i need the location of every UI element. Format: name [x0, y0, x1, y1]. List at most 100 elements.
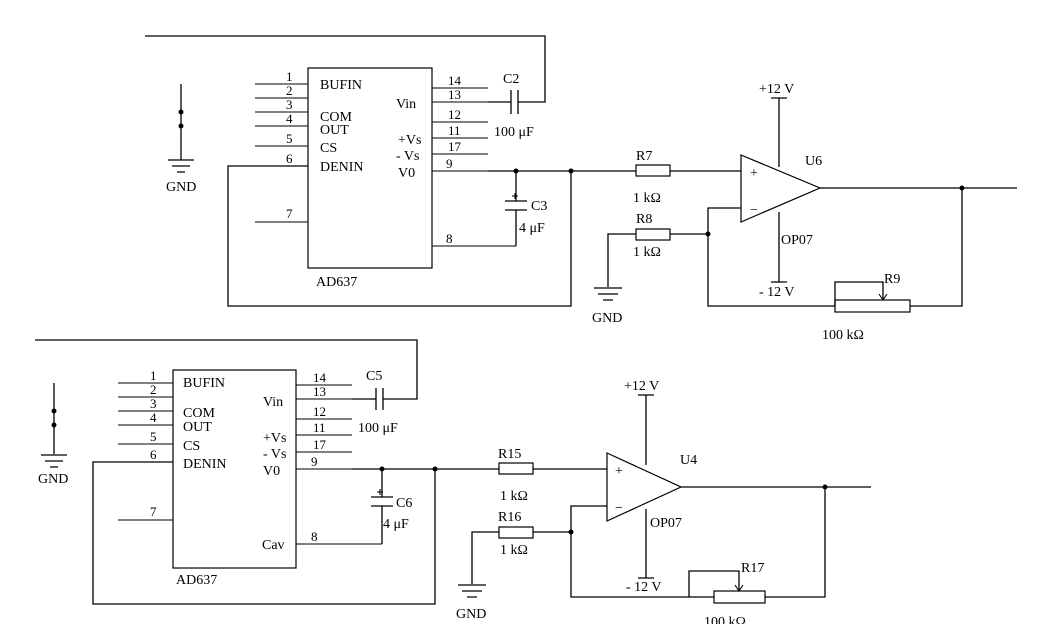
pin2-num-6: 6	[150, 447, 157, 462]
r15-value: 1 kΩ	[500, 489, 528, 504]
pin2-num-17: 17	[313, 437, 327, 452]
r16-value: 1 kΩ	[500, 543, 528, 558]
gnd-label-1b: GND	[592, 311, 622, 326]
u6-vneg: - 12 V	[759, 285, 795, 300]
pin-num-1: 1	[286, 69, 293, 84]
c5-value: 100 μF	[358, 421, 398, 436]
pin-num-11: 11	[448, 123, 461, 138]
opamp-u4	[606, 452, 683, 522]
pin-label-v0-1: V0	[398, 166, 415, 181]
r17-value: 100 kΩ	[704, 615, 746, 624]
r8-value: 1 kΩ	[633, 245, 661, 260]
pin-label-vin-1: Vin	[396, 97, 416, 112]
pin-label-cav-2: Cav	[262, 538, 285, 553]
pin-label-vspos-2: +Vs	[263, 431, 286, 446]
pin2-num-7: 7	[150, 504, 157, 519]
capacitor-c6	[371, 469, 393, 544]
pin2-num-14: 14	[313, 370, 327, 385]
pin-label-vin-2: Vin	[263, 395, 283, 410]
resistor-r7	[635, 164, 671, 177]
ground-symbol-2a	[41, 454, 67, 468]
pin-num-14: 14	[448, 73, 462, 88]
pin-label-denin-1: DENIN	[320, 160, 364, 175]
pin2-num-5: 5	[150, 429, 157, 444]
right-pins-1	[432, 87, 516, 247]
pin-num-2: 2	[286, 83, 293, 98]
pin-label-com-1: COM	[320, 110, 352, 125]
pin-num-17: 17	[448, 139, 462, 154]
pin-label-bufin-1: BUFIN	[320, 78, 362, 93]
u6-vpos: +12 V	[759, 82, 794, 97]
pin2-num-1: 1	[150, 368, 157, 383]
c5-ref: C5	[366, 369, 382, 384]
r17-ref: R17	[741, 561, 764, 576]
r16-ref: R16	[498, 510, 521, 525]
r8-ref: R8	[636, 212, 652, 227]
u4-type: OP07	[650, 516, 682, 531]
gnd-label-2a: GND	[38, 472, 68, 487]
u6-supply	[771, 97, 787, 283]
denin-loop-1	[227, 165, 572, 307]
chip-name-1: AD637	[316, 275, 357, 290]
u4-supply	[638, 394, 654, 579]
circuit-1: AD637 BUFIN COM OUT CS DENIN Vin +Vs - V…	[145, 35, 1017, 343]
c3-ref: C3	[531, 199, 547, 214]
pin-num-7: 7	[286, 206, 293, 221]
pin2-num-9: 9	[311, 454, 318, 469]
pin-label-vsneg-1: - Vs	[396, 149, 419, 164]
u6-minus: −	[750, 203, 758, 218]
pin2-num-2: 2	[150, 382, 157, 397]
pin2-num-12: 12	[313, 404, 326, 419]
pin-label-cs-2: CS	[183, 439, 200, 454]
pin-num-12: 12	[448, 107, 461, 122]
pin-label-vspos-1: +Vs	[398, 133, 421, 148]
resistor-r15	[498, 462, 534, 475]
pin-num-8: 8	[446, 231, 453, 246]
u4-vneg: - 12 V	[626, 580, 662, 595]
pin-label-out-1: OUT	[320, 123, 349, 138]
pin-label-com-2: COM	[183, 406, 215, 421]
pin2-num-3: 3	[150, 396, 157, 411]
input-wire-1	[145, 35, 546, 103]
u6-plus: +	[750, 166, 758, 181]
u4-ref: U4	[680, 453, 697, 468]
gnd-label-1a: GND	[166, 180, 196, 195]
gnd-label-2b: GND	[456, 607, 486, 622]
pin2-num-11: 11	[313, 420, 326, 435]
pin-label-bufin-2: BUFIN	[183, 376, 225, 391]
right-pins-2	[296, 384, 382, 545]
pin-num-4: 4	[286, 111, 293, 126]
chip-name-2: AD637	[176, 573, 217, 588]
ad637-chip-2	[172, 369, 297, 569]
resistor-r8	[635, 228, 671, 241]
c2-value: 100 μF	[494, 125, 534, 140]
pin2-num-13: 13	[313, 384, 326, 399]
c6-ref: C6	[396, 496, 412, 511]
pin-num-5: 5	[286, 131, 293, 146]
c3-value: 4 μF	[519, 221, 545, 236]
u6-type: OP07	[781, 233, 813, 248]
ground-symbol-2b	[458, 584, 486, 598]
pin2-num-8: 8	[311, 529, 318, 544]
r9-value: 100 kΩ	[822, 328, 864, 343]
pin-num-13: 13	[448, 87, 461, 102]
r7-ref: R7	[636, 149, 652, 164]
r9-ref: R9	[884, 272, 900, 287]
r15-ref: R15	[498, 447, 521, 462]
pin-label-out-2: OUT	[183, 420, 212, 435]
pin-label-v0-2: V0	[263, 464, 280, 479]
input-wire-2	[35, 339, 418, 400]
pin-num-3: 3	[286, 97, 293, 112]
c2-ref: C2	[503, 72, 519, 87]
pin-label-denin-2: DENIN	[183, 457, 227, 472]
left-pins-2	[118, 382, 173, 521]
u6-ref: U6	[805, 154, 822, 169]
capacitor-c5	[352, 388, 388, 410]
opamp-u6	[740, 154, 822, 223]
ground-symbol-1a	[168, 159, 194, 173]
resistor-r16	[498, 526, 534, 539]
pin2-num-4: 4	[150, 410, 157, 425]
capacitor-c2	[488, 90, 522, 114]
r7-value: 1 kΩ	[633, 191, 661, 206]
pin-label-cs-1: CS	[320, 141, 337, 156]
